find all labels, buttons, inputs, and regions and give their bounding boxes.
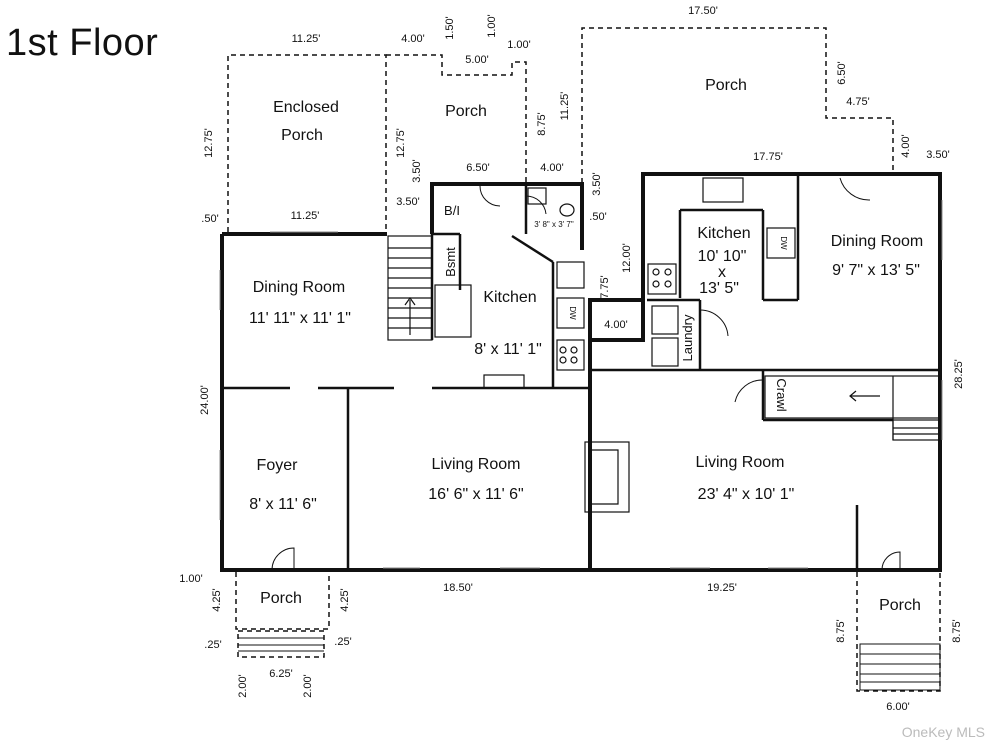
measure-label: 28.25': [953, 359, 965, 389]
dw-left-label: DW: [568, 306, 577, 320]
measure-label: 3.50': [926, 149, 950, 161]
laundry-label: Laundry: [680, 314, 695, 361]
measure-label: 3.50': [591, 172, 603, 196]
living-room-left-size: 16' 6" x 11' 6": [428, 486, 523, 503]
measure-label: 4.00': [540, 162, 564, 174]
foyer-size: 8' x 11' 6": [249, 496, 317, 513]
measure-label: 7.75': [599, 275, 611, 299]
dining-room-left-label: Dining Room: [253, 279, 345, 296]
measure-label: 3.50': [411, 159, 423, 183]
measure-label: 2.00': [302, 674, 314, 698]
measure-label: 8.75': [951, 619, 963, 643]
measure-label: 4.00': [900, 134, 912, 158]
measure-label: 6.50': [836, 61, 848, 85]
measure-label: 12.75': [395, 128, 407, 158]
measure-label: 5.00': [465, 54, 489, 66]
measure-label: 3.50': [396, 196, 420, 208]
measure-label: .25': [204, 639, 221, 651]
kitchen-right-size-3: 13' 5": [699, 280, 739, 297]
dining-room-left-size: 11' 11" x 11' 1": [249, 310, 351, 327]
porch-top-right-label: Porch: [705, 77, 747, 94]
measure-label: 4.25': [339, 588, 351, 612]
measure-label: 1.50': [444, 16, 456, 40]
measure-label: 4.75': [846, 96, 870, 108]
porch-steps: [238, 637, 941, 691]
measure-label: 8.75': [536, 112, 548, 136]
measure-label: 6.50': [466, 162, 490, 174]
measure-label: 1.00': [507, 39, 531, 51]
measure-label: 17.50': [688, 5, 718, 17]
dw-right-label: DW: [779, 236, 788, 250]
measure-label: 4.00': [401, 33, 425, 45]
porch-bottom-right-label: Porch: [879, 597, 921, 614]
enclosed-porch-label: Enclosed: [273, 99, 339, 116]
foyer-label: Foyer: [257, 457, 299, 474]
living-room-right-size: 23' 4" x 10' 1": [698, 486, 795, 503]
dashed-porch-outlines: [227, 27, 941, 692]
crawl-label: Crawl: [774, 378, 789, 411]
bsmt-label: Bsmt: [443, 247, 458, 277]
measure-label: 12.75': [203, 128, 215, 158]
door-swings: [271, 177, 901, 571]
measure-label: 18.50': [443, 582, 473, 594]
measure-label: 1.00': [179, 573, 203, 585]
kitchen-right-label: Kitchen: [697, 225, 750, 242]
measurement-labels: 11.25' 4.00' 1.50' 1.00' 5.00' 1.00' 17.…: [179, 5, 965, 713]
porch-top-left-label: Porch: [445, 103, 487, 120]
measure-label: 11.25': [292, 33, 321, 45]
windows: [219, 200, 943, 569]
stairs-right: [764, 375, 941, 441]
watermark: OneKey MLS: [901, 724, 985, 740]
measure-label: .25': [334, 636, 351, 648]
measure-label: 11.25': [559, 92, 571, 121]
measure-label: 6.25': [269, 668, 293, 680]
living-room-left-label: Living Room: [432, 456, 521, 473]
kitchen-left-label: Kitchen: [483, 289, 536, 306]
measure-label: 17.75': [753, 151, 783, 163]
half-bath-size: 3' 8" x 3' 7": [534, 220, 574, 229]
kitchen-left-size: 8' x 11' 1": [474, 341, 542, 358]
exterior-walls: [220, 172, 942, 572]
kitchen-right-size-1: 10' 10": [698, 248, 747, 265]
fixtures: [434, 177, 796, 513]
measure-label: 11.25': [291, 210, 320, 222]
enclosed-porch-label-2: Porch: [281, 127, 323, 144]
measure-label: 19.25': [707, 582, 737, 594]
measure-label: .50': [589, 211, 606, 223]
measure-label: 6.00': [886, 701, 910, 713]
measure-label: 2.00': [237, 674, 249, 698]
dining-room-right-label: Dining Room: [831, 233, 923, 250]
measure-label: 8.75': [835, 619, 847, 643]
stairs-left: [387, 235, 433, 341]
measure-label: .50': [201, 213, 218, 225]
measure-label: 4.25': [211, 588, 223, 612]
floor-title: 1st Floor: [6, 22, 159, 64]
measure-label: 12.00': [621, 243, 633, 273]
measure-label: 24.00': [199, 385, 211, 415]
bi-label: B/I: [444, 203, 460, 218]
kitchen-right-size-2: x: [718, 264, 726, 281]
measure-label: 4.00': [604, 319, 628, 331]
living-room-right-label: Living Room: [696, 454, 785, 471]
measure-label: 1.00': [486, 14, 498, 38]
porch-bottom-left-label: Porch: [260, 590, 302, 607]
dining-room-right-size: 9' 7" x 13' 5": [832, 262, 920, 279]
